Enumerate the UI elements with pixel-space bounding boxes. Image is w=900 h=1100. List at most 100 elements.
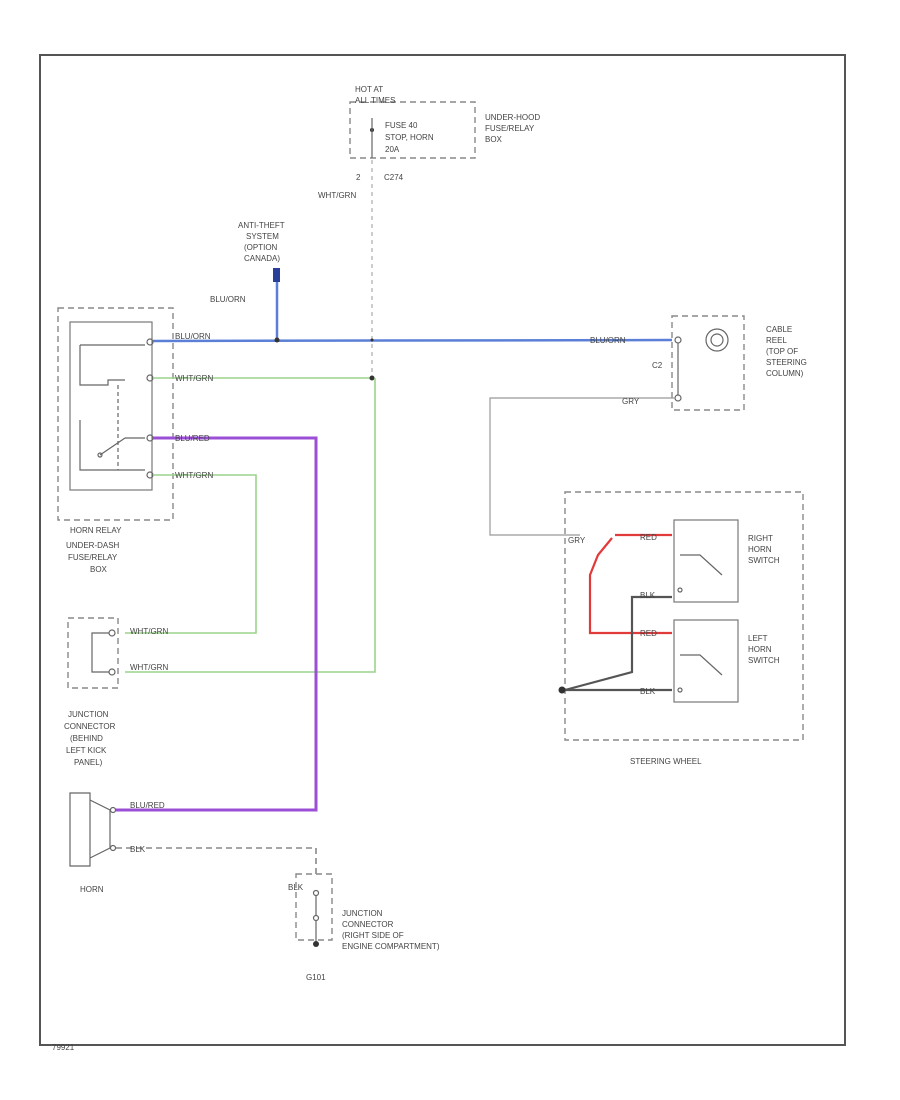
right-horn-switch-box [673, 519, 739, 603]
horn-relay-label: HORN RELAY [70, 526, 122, 535]
wire-blk-horn-ground [116, 847, 317, 875]
cable-reel-outline [671, 315, 745, 411]
all-times-label: ALL TIMES [355, 96, 395, 105]
wire-label-wht-grn-4: WHT/GRN [130, 663, 168, 672]
under-dash-line-3: BOX [90, 565, 108, 574]
diagram-frame [39, 54, 846, 1046]
anti-theft-line-2: SYSTEM [246, 232, 279, 241]
cable-reel-outer [705, 328, 729, 352]
fuse-box-name-3: BOX [485, 135, 503, 144]
wire-wht-grn-to-junction-lower [125, 378, 376, 673]
wire-red-left [588, 537, 672, 635]
wire-label-red-1: RED [640, 533, 657, 542]
right-horn-line-1: RIGHT [748, 534, 773, 543]
junction-right-line-1: JUNCTION [342, 909, 383, 918]
horn-terminal-2 [109, 844, 117, 852]
wire-wht-grn-to-junction-upper [125, 474, 257, 634]
anti-theft-line-1: ANTI-THEFT [238, 221, 285, 230]
wire-blu-red [115, 436, 318, 812]
junction-right-outline [295, 873, 333, 941]
junction-right-line-4: ENGINE COMPARTMENT) [342, 942, 440, 951]
ground-point [313, 941, 319, 947]
wire-gry [489, 397, 675, 536]
wire-label-blk-junc: BLK [288, 883, 304, 892]
left-horn-line-3: SWITCH [748, 656, 780, 665]
cable-reel-terminal-top [674, 336, 682, 344]
splice-blu-orn-1 [274, 337, 280, 343]
cable-reel-line-2: REEL [766, 336, 787, 345]
wire-label-gry-1: GRY [622, 397, 640, 406]
cable-reel-connector: C2 [652, 361, 663, 370]
wire-label-blu-red-2: BLU/RED [130, 801, 165, 810]
junction-right-terminal-1 [312, 889, 320, 897]
cable-reel-inner [710, 333, 724, 347]
horn-body [69, 792, 91, 867]
steering-wheel: RIGHT HORN SWITCH LEFT HORN SWITCH STEER… [564, 491, 804, 766]
wire-label-blk-2: BLK [640, 687, 656, 696]
left-horn-switch-arm [680, 654, 723, 676]
right-horn-line-3: SWITCH [748, 556, 780, 565]
junction-right-terminal-2 [312, 914, 320, 922]
anti-theft-connector [273, 268, 280, 282]
fuse-rating: 20A [385, 145, 400, 154]
horn-relay-box: HORN RELAY UNDER-DASH FUSE/RELAY BOX [57, 307, 174, 574]
wire-blk-right [564, 595, 672, 692]
junction-right-line-2: CONNECTOR [342, 920, 394, 929]
horn-terminal-1 [109, 806, 117, 814]
junction-left-outline [67, 617, 119, 689]
hot-at-label: HOT AT [355, 85, 383, 94]
fuse-connector-id: C274 [384, 173, 404, 182]
steering-ground-splice [558, 686, 566, 694]
anti-theft-line-4: CANADA) [244, 254, 280, 263]
left-horn-switch-box [673, 619, 739, 703]
left-horn-switch-contact [677, 687, 683, 693]
splice-wht-grn [369, 375, 375, 381]
cable-reel-line-1: CABLE [766, 325, 792, 334]
fuse-box-outline [349, 101, 476, 159]
fuse-box-name-2: FUSE/RELAY [485, 124, 535, 133]
wire-label-blk-1: BLK [640, 591, 656, 600]
right-horn-switch-arm [680, 554, 723, 576]
steering-wheel-label: STEERING WHEEL [630, 757, 702, 766]
left-horn-line-2: HORN [748, 645, 772, 654]
junction-left-terminal-1 [108, 629, 116, 637]
wire-label-blu-red-1: BLU/RED [175, 434, 210, 443]
relay-switch-pivot [97, 452, 103, 458]
junction-left-link [91, 632, 109, 673]
under-hood-fuse-box: HOT AT ALL TIMES FUSE 40 STOP, HORN 20A … [349, 85, 540, 182]
wire-label-blu-orn-1: BLU/ORN [175, 332, 211, 341]
wire-label-blu-orn-short: BLU/ORN [210, 295, 246, 304]
relay-coil [79, 345, 125, 386]
junction-connector-right: BLK JUNCTION CONNECTOR (RIGHT SIDE OF EN… [288, 873, 440, 982]
wire-label-wht-grn-vertical: WHT/GRN [318, 191, 356, 200]
anti-theft-system: ANTI-THEFT SYSTEM (OPTION CANADA) [238, 221, 285, 282]
fuse-number: FUSE 40 [385, 121, 418, 130]
horn-relay-outline [69, 321, 153, 491]
relay-switch-path [79, 420, 145, 471]
fuse-circuit: STOP, HORN [385, 133, 434, 142]
wire-label-wht-grn-3: WHT/GRN [130, 627, 168, 636]
wire-label-gry-2: GRY [568, 536, 586, 545]
wire-label-wht-grn-2: WHT/GRN [175, 471, 213, 480]
relay-terminal-1 [146, 338, 154, 346]
wire-label-wht-grn-1: WHT/GRN [175, 374, 213, 383]
right-horn-switch-contact [677, 587, 683, 593]
fuse-box-name-1: UNDER-HOOD [485, 113, 540, 122]
cable-reel-line-4: STEERING [766, 358, 807, 367]
steering-wheel-outline [564, 491, 804, 741]
cable-reel-line-5: COLUMN) [766, 369, 804, 378]
junction-left-line-1: JUNCTION [68, 710, 109, 719]
horn-bell [89, 799, 111, 859]
cable-reel: C2 CABLE REEL (TOP OF STEERING COLUMN) [652, 315, 807, 411]
under-dash-line-1: UNDER-DASH [66, 541, 120, 550]
junction-left-line-4: LEFT KICK [66, 746, 107, 755]
left-horn-line-1: LEFT [748, 634, 768, 643]
splice-blu-orn-2 [370, 338, 374, 342]
horn: HORN [69, 792, 117, 894]
anti-theft-line-3: (OPTION [244, 243, 278, 252]
junction-left-terminal-2 [108, 668, 116, 676]
under-dash-line-2: FUSE/RELAY [68, 553, 118, 562]
junction-right-line-3: (RIGHT SIDE OF [342, 931, 404, 940]
cable-reel-line-3: (TOP OF [766, 347, 798, 356]
relay-switch-arm [99, 437, 126, 456]
